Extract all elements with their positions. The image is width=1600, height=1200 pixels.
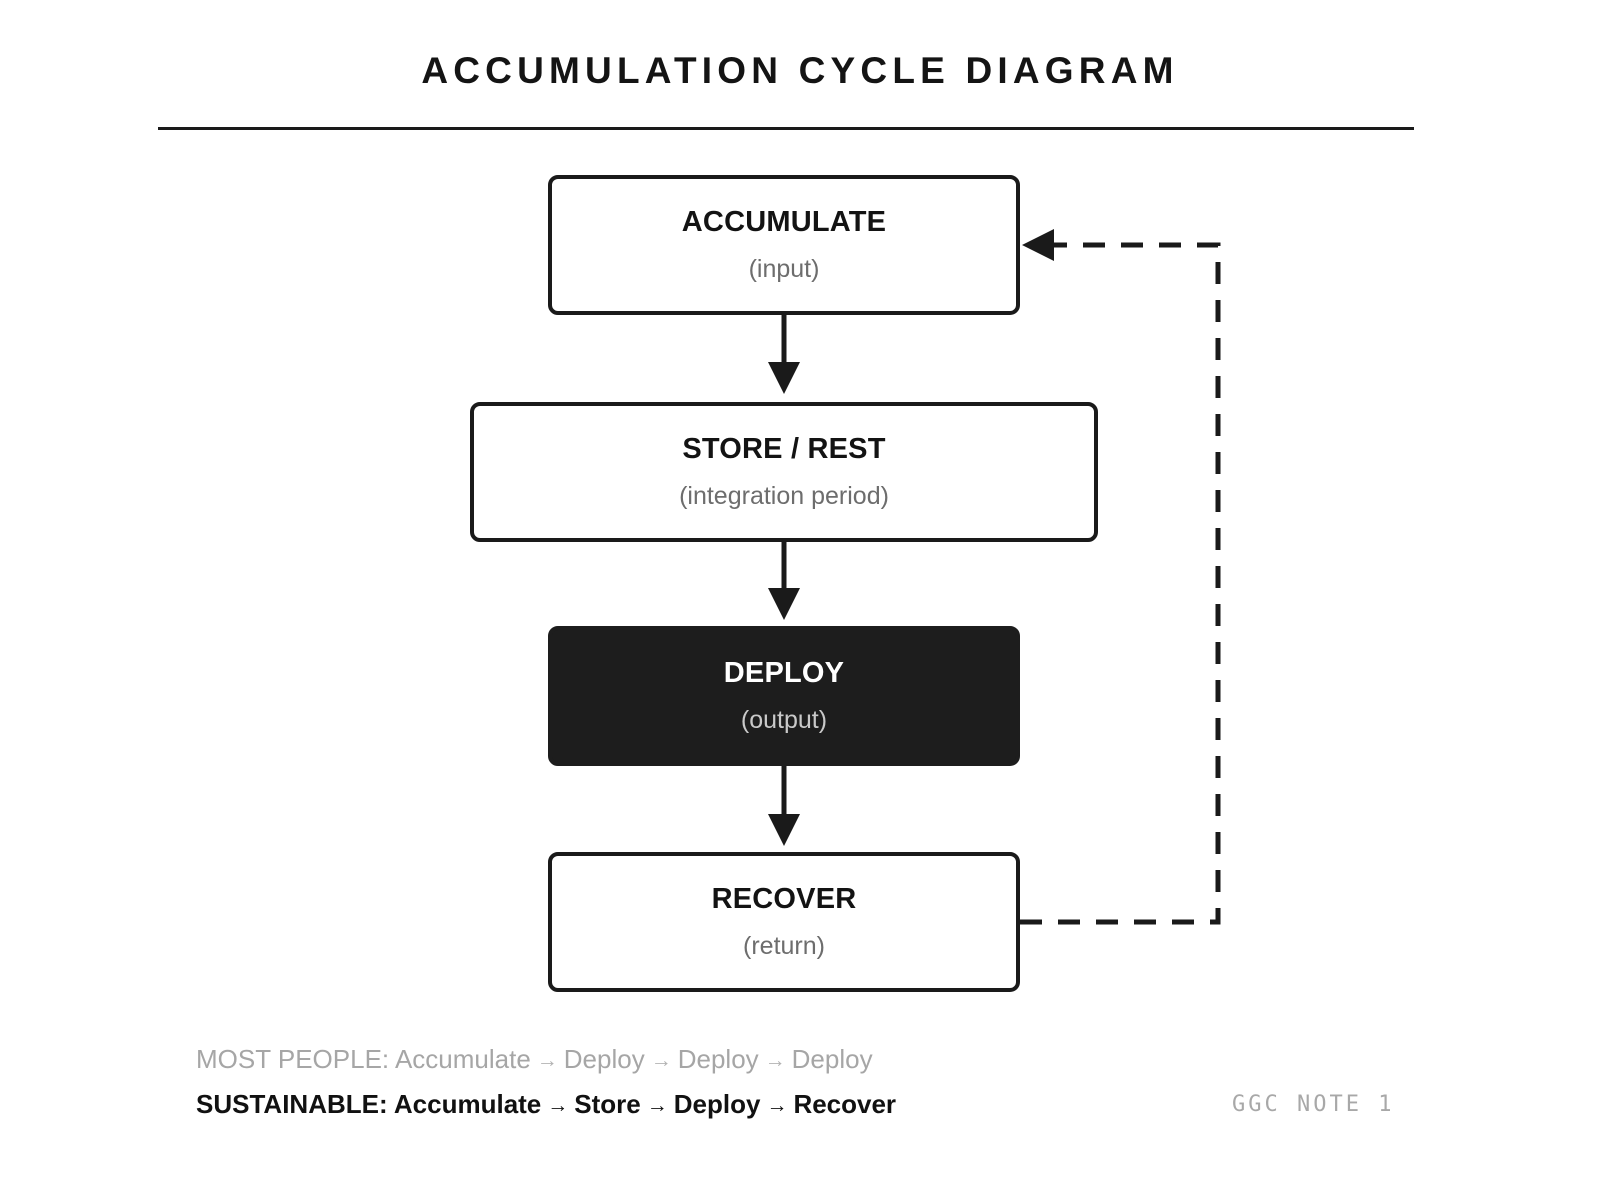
most-people-arrow-icon: → — [764, 1049, 786, 1072]
most-people-step: Deploy — [791, 1044, 873, 1074]
edge-deploy-to-recover — [768, 766, 800, 846]
node-accumulate-label: ACCUMULATE — [681, 206, 887, 238]
sustainable-step: Accumulate — [393, 1089, 542, 1119]
node-store-rest[interactable]: STORE / REST (integration period) — [470, 402, 1098, 542]
edge-store-to-deploy — [768, 542, 800, 620]
node-recover[interactable]: RECOVER (return) — [548, 852, 1020, 992]
sustainable-arrow-icon: → — [547, 1094, 569, 1117]
most-people-arrow-icon: → — [650, 1049, 672, 1072]
sustainable-step: Deploy — [673, 1089, 761, 1119]
node-store-rest-sublabel: (integration period) — [679, 482, 889, 510]
most-people-step: Accumulate — [394, 1044, 531, 1074]
node-deploy[interactable]: DEPLOY (output) — [548, 626, 1020, 766]
most-people-step: Deploy — [677, 1044, 759, 1074]
node-recover-label: RECOVER — [711, 883, 857, 915]
most-people-arrow-icon: → — [536, 1049, 558, 1072]
node-deploy-sublabel: (output) — [740, 706, 828, 734]
edge-accumulate-to-store — [768, 315, 800, 394]
sustainable-step: Recover — [793, 1089, 897, 1119]
page-title: ACCUMULATION CYCLE DIAGRAM — [421, 50, 1179, 91]
sustainable-arrow-icon: → — [766, 1094, 788, 1117]
most-people-step: Deploy — [563, 1044, 645, 1074]
title-divider — [158, 127, 1414, 130]
node-recover-sublabel: (return) — [743, 932, 825, 960]
most-people-prefix: MOST PEOPLE: — [196, 1044, 395, 1074]
sequence-sustainable: SUSTAINABLE: Accumulate→Store→Deploy→Rec… — [196, 1091, 896, 1117]
sustainable-prefix: SUSTAINABLE: — [196, 1089, 394, 1119]
node-deploy-label: DEPLOY — [723, 657, 845, 689]
sustainable-arrow-icon: → — [646, 1094, 668, 1117]
sustainable-step: Store — [574, 1089, 641, 1119]
edge-recover-to-accumulate-feedback — [1020, 229, 1221, 925]
node-accumulate-sublabel: (input) — [748, 255, 820, 283]
footer-note: GGC NOTE 1 — [1232, 1092, 1395, 1117]
sequence-most-people: MOST PEOPLE: Accumulate→Deploy→Deploy→De… — [196, 1046, 873, 1072]
node-accumulate[interactable]: ACCUMULATE (input) — [548, 175, 1020, 315]
node-store-rest-label: STORE / REST — [682, 433, 886, 465]
